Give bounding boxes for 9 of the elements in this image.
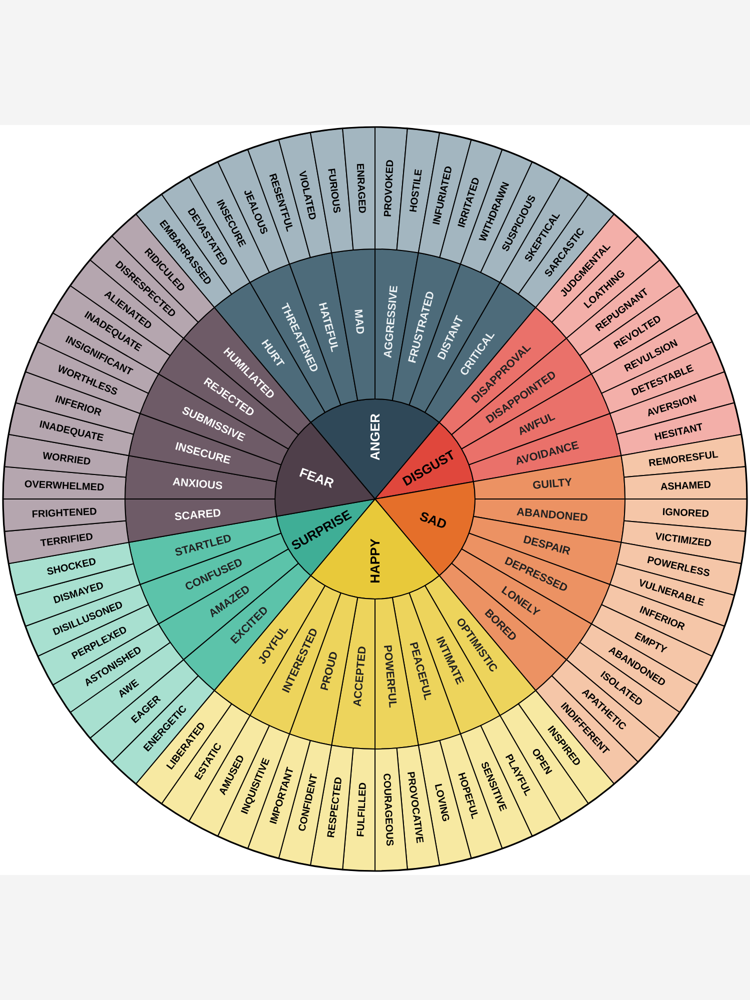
emotion-segment: ENRAGED xyxy=(342,126,376,250)
node-label: IGNORED xyxy=(662,508,709,517)
emotion-segment: FRIGHTENED xyxy=(2,498,126,532)
emotion-segment: IGNORED xyxy=(624,498,748,532)
emotion-segment: COURAGEOUS xyxy=(374,748,408,872)
emotion-segment: FULFILLED xyxy=(342,748,376,872)
emotion-segment: ASHAMED xyxy=(624,466,748,500)
emotion-segment: PROVOKED xyxy=(374,126,408,250)
node-label: ASHAMED xyxy=(660,481,711,490)
